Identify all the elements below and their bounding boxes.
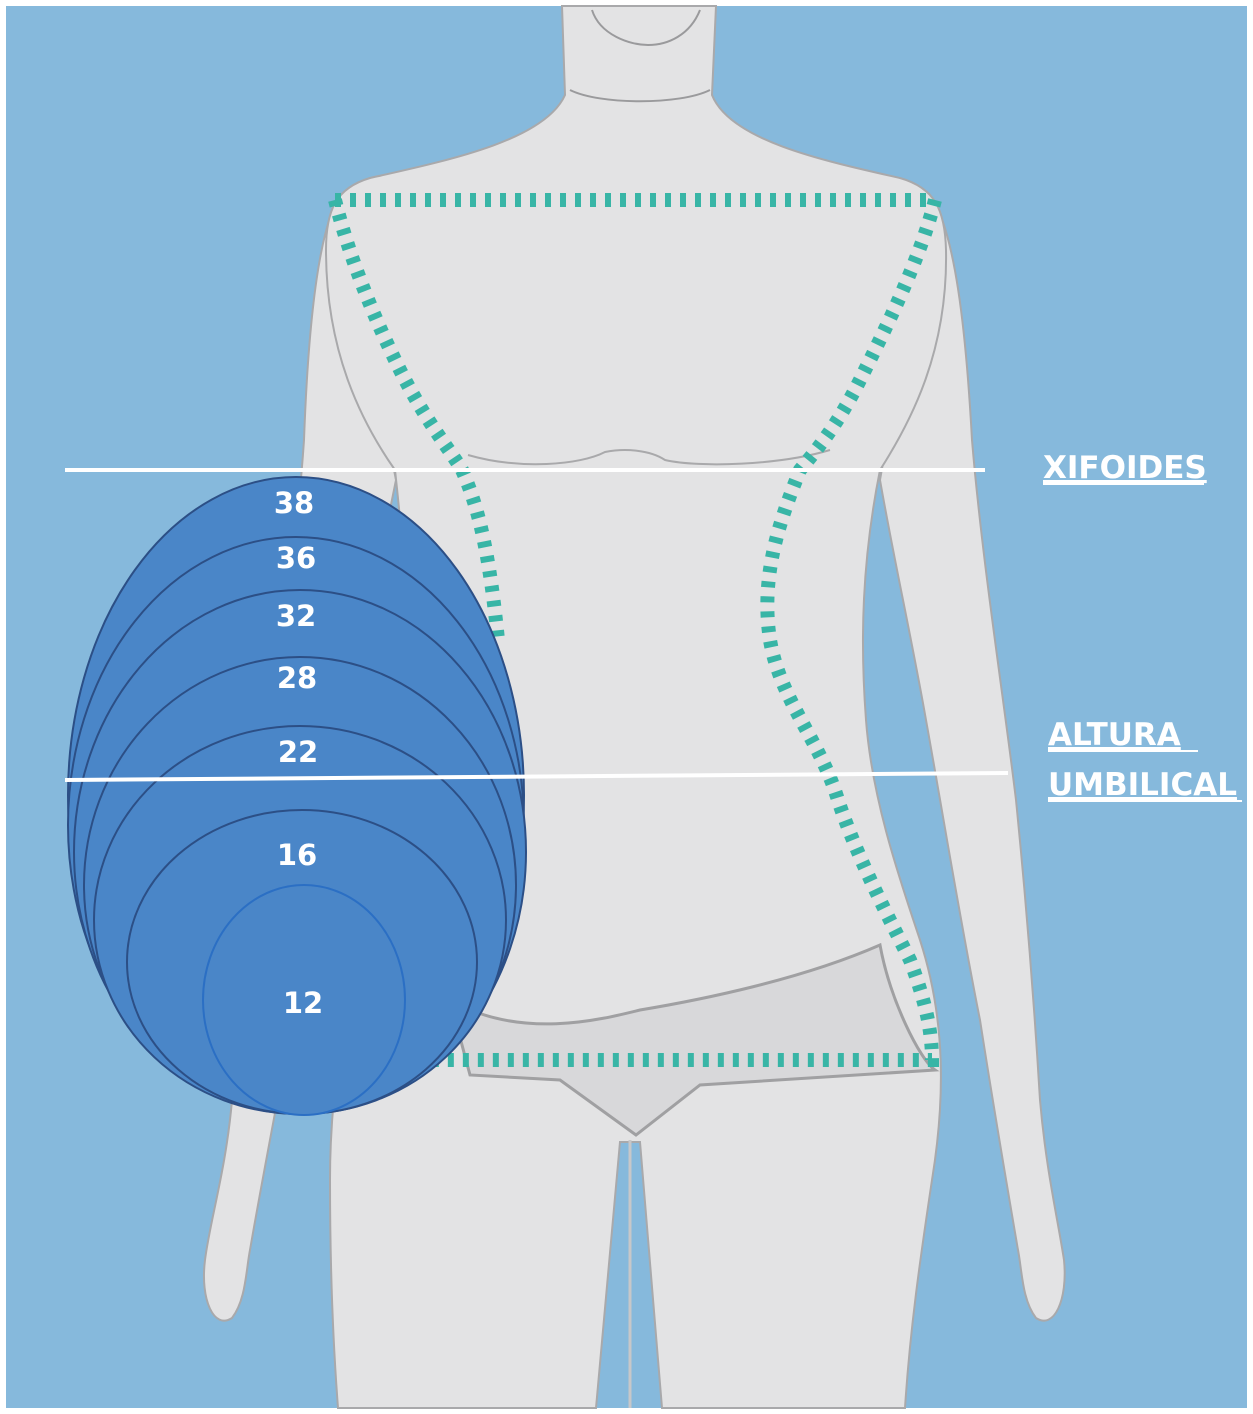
ring-label-22: 22: [278, 735, 318, 769]
ring-label-28: 28: [277, 661, 317, 695]
ring-label-12: 12: [283, 986, 323, 1020]
ring-label-36: 36: [276, 541, 316, 575]
xifoides-label: XIFOIDES: [1043, 450, 1207, 486]
altura-label: ALTURA: [1048, 717, 1181, 753]
umbilical-label: UMBILICAL: [1048, 767, 1237, 803]
ring-label-16: 16: [277, 838, 317, 872]
ring-label-32: 32: [276, 599, 316, 633]
ring-label-38: 38: [274, 486, 314, 520]
